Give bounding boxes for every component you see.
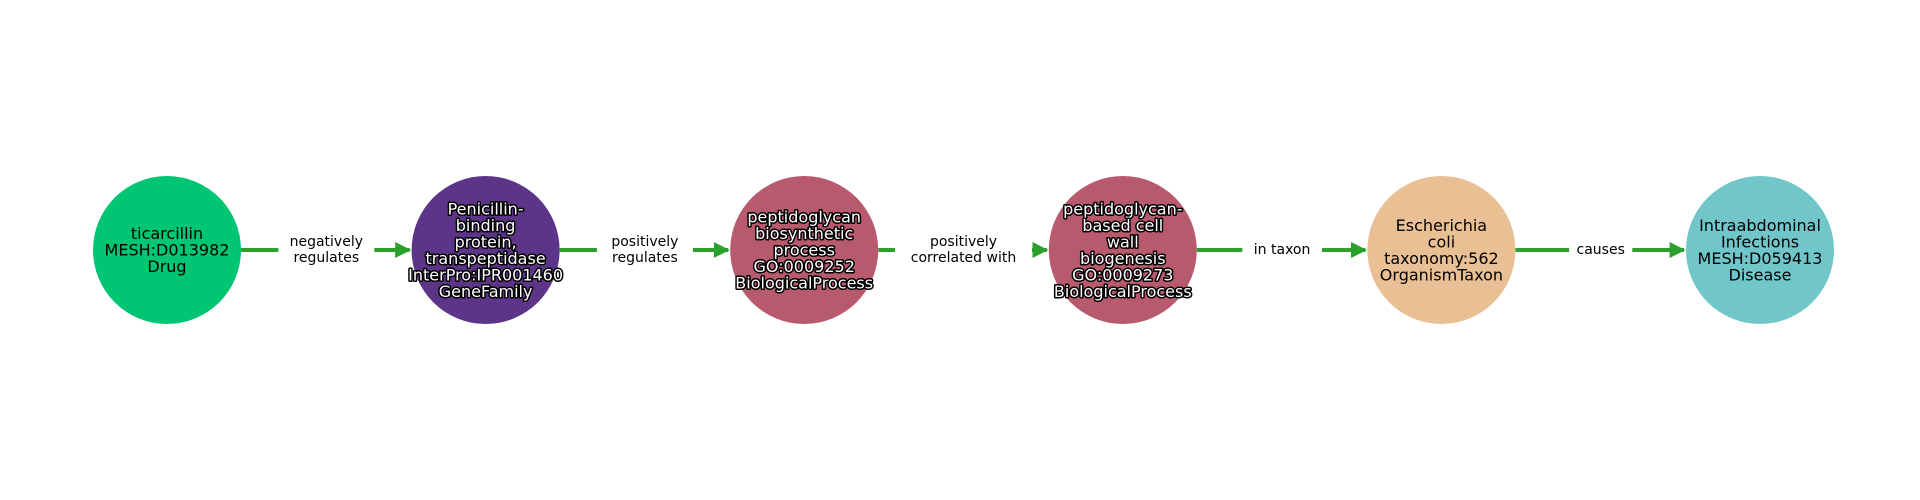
node-label-line: taxonomy:562: [1384, 249, 1499, 268]
edge-label-line: negatively: [290, 234, 363, 250]
edge-label-line: causes: [1577, 242, 1625, 258]
edge-label-line: correlated with: [911, 250, 1016, 266]
node-label-line: wall: [1107, 232, 1139, 251]
edge-label-background: [895, 231, 1032, 269]
edge-4: causes: [1515, 239, 1686, 261]
node-intraabdominal[interactable]: IntraabdominalInfectionsMESH:D059413Dise…: [1686, 176, 1834, 324]
node-circle[interactable]: [411, 176, 560, 324]
node-circle[interactable]: [93, 176, 241, 324]
node-label-line: binding: [456, 216, 516, 235]
node-pg-cell-wall[interactable]: peptidoglycan-based cellwallbiogenesisGO…: [1048, 176, 1197, 324]
node-label-line: GeneFamily: [439, 282, 533, 301]
node-label-line: BiologicalProcess: [1054, 282, 1192, 301]
edge-label-line: positively: [611, 234, 678, 250]
node-label-line: peptidoglycan-: [1063, 199, 1182, 218]
edge-label-background: [278, 231, 375, 269]
edge-label-line: in taxon: [1254, 242, 1311, 258]
node-label-line: transpeptidase: [426, 249, 546, 268]
node-label-line: Infections: [1721, 232, 1799, 251]
node-label-line: coli: [1428, 232, 1455, 251]
node-label-line: peptidoglycan: [747, 208, 861, 227]
node-label-line: Drug: [147, 257, 186, 276]
node-label-line: InterPro:IPR001460: [408, 265, 563, 284]
edges-layer: negativelyregulatespositivelyregulatespo…: [241, 231, 1686, 269]
edge-label-line: regulates: [612, 250, 678, 266]
node-label-line: GO:0009273: [1072, 265, 1173, 284]
node-label-line: process: [773, 241, 834, 260]
node-label-line: ticarcillin: [131, 224, 203, 243]
node-label-line: protein,: [455, 232, 517, 251]
node-circle[interactable]: [730, 176, 879, 324]
node-circle[interactable]: [1048, 176, 1197, 324]
node-label-line: Penicillin-: [448, 199, 524, 218]
edge-3: in taxon: [1196, 239, 1368, 261]
edge-label-line: regulates: [293, 250, 359, 266]
edge-label-line: positively: [930, 234, 997, 250]
edge-label-background: [1242, 239, 1322, 261]
node-circle[interactable]: [1686, 176, 1834, 324]
node-label-line: Escherichia: [1396, 216, 1487, 235]
node-label-line: biosynthetic: [755, 224, 853, 243]
node-circle[interactable]: [1367, 176, 1516, 324]
node-label-line: BiologicalProcess: [735, 274, 873, 293]
node-label-line: Intraabdominal: [1699, 216, 1821, 235]
node-label-line: biogenesis: [1080, 249, 1166, 268]
node-label-line: OrganismTaxon: [1380, 265, 1503, 284]
node-label-line: GO:0009252: [754, 257, 855, 276]
edge-label-background: [1569, 239, 1633, 261]
node-label-line: based cell: [1082, 216, 1163, 235]
edge-label-background: [596, 231, 693, 269]
node-label-line: MESH:D013982: [105, 241, 230, 260]
node-label-line: Disease: [1729, 265, 1792, 284]
node-pg-biosynthetic[interactable]: peptidoglycanbiosyntheticprocessGO:00092…: [730, 176, 879, 324]
node-label-line: MESH:D059413: [1698, 249, 1823, 268]
node-pbp[interactable]: Penicillin-bindingprotein,transpeptidase…: [407, 176, 565, 324]
